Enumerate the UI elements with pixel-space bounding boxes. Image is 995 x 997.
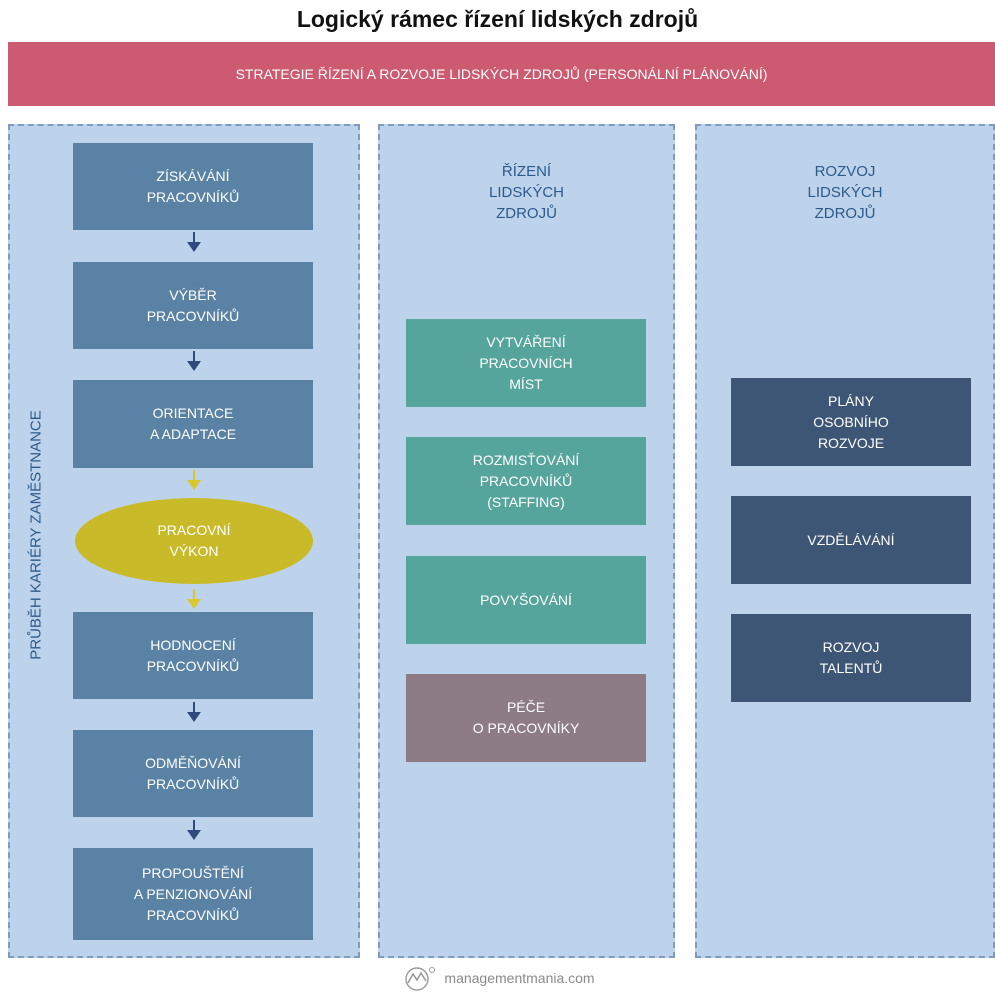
hr-item-staffing: ROZMISŤOVÁNÍ PRACOVNÍKŮ (STAFFING) [406,437,646,525]
career-step-orientation: ORIENTACE A ADAPTACE [73,380,313,468]
career-step-dismissal: PROPOUŠTĚNÍ A PENZIONOVÁNÍ PRACOVNÍKŮ [73,848,313,940]
career-step-performance: PRACOVNÍ VÝKON [75,498,313,584]
career-step-recruitment: ZÍSKÁVÁNÍ PRACOVNÍKŮ [73,143,313,230]
career-step-evaluation: HODNOCENÍ PRACOVNÍKŮ [73,612,313,699]
dev-item-education: VZDĚLÁVÁNÍ [731,496,971,584]
hr-management-column [378,124,675,958]
arrow-down-icon [187,351,201,371]
hr-item-job-creation: VYTVÁŘENÍ PRACOVNÍCH MÍST [406,319,646,407]
dev-item-personal-plans: PLÁNY OSOBNÍHO ROZVOJE [731,378,971,466]
footer: managementmania.com [0,963,995,993]
career-step-selection: VÝBĚR PRACOVNÍKŮ [73,262,313,349]
strategy-banner: STRATEGIE ŘÍZENÍ A ROZVOJE LIDSKÝCH ZDRO… [8,42,995,106]
managementmania-logo-icon [405,967,436,991]
arrow-down-icon [187,702,201,722]
arrow-down-icon [187,589,201,609]
arrow-down-icon [187,470,201,490]
hr-management-label: ŘÍZENÍ LIDSKÝCH ZDROJŮ [488,163,565,222]
hr-item-promotion: POVYŠOVÁNÍ [406,556,646,644]
hr-development-label: ROZVOJ LIDSKÝCH ZDROJŮ [807,163,883,222]
hr-item-employee-care: PÉČE O PRACOVNÍKY [406,674,646,762]
dev-item-talent-development: ROZVOJ TALENTŮ [731,614,971,702]
career-step-remuneration: ODMĚŇOVÁNÍ PRACOVNÍKŮ [73,730,313,817]
arrow-down-icon [187,232,201,252]
strategy-banner-text: STRATEGIE ŘÍZENÍ A ROZVOJE LIDSKÝCH ZDRO… [235,66,768,82]
footer-text: managementmania.com [444,970,595,986]
arrow-down-icon [187,820,201,840]
diagram-title: Logický rámec řízení lidských zdrojů [296,6,699,32]
